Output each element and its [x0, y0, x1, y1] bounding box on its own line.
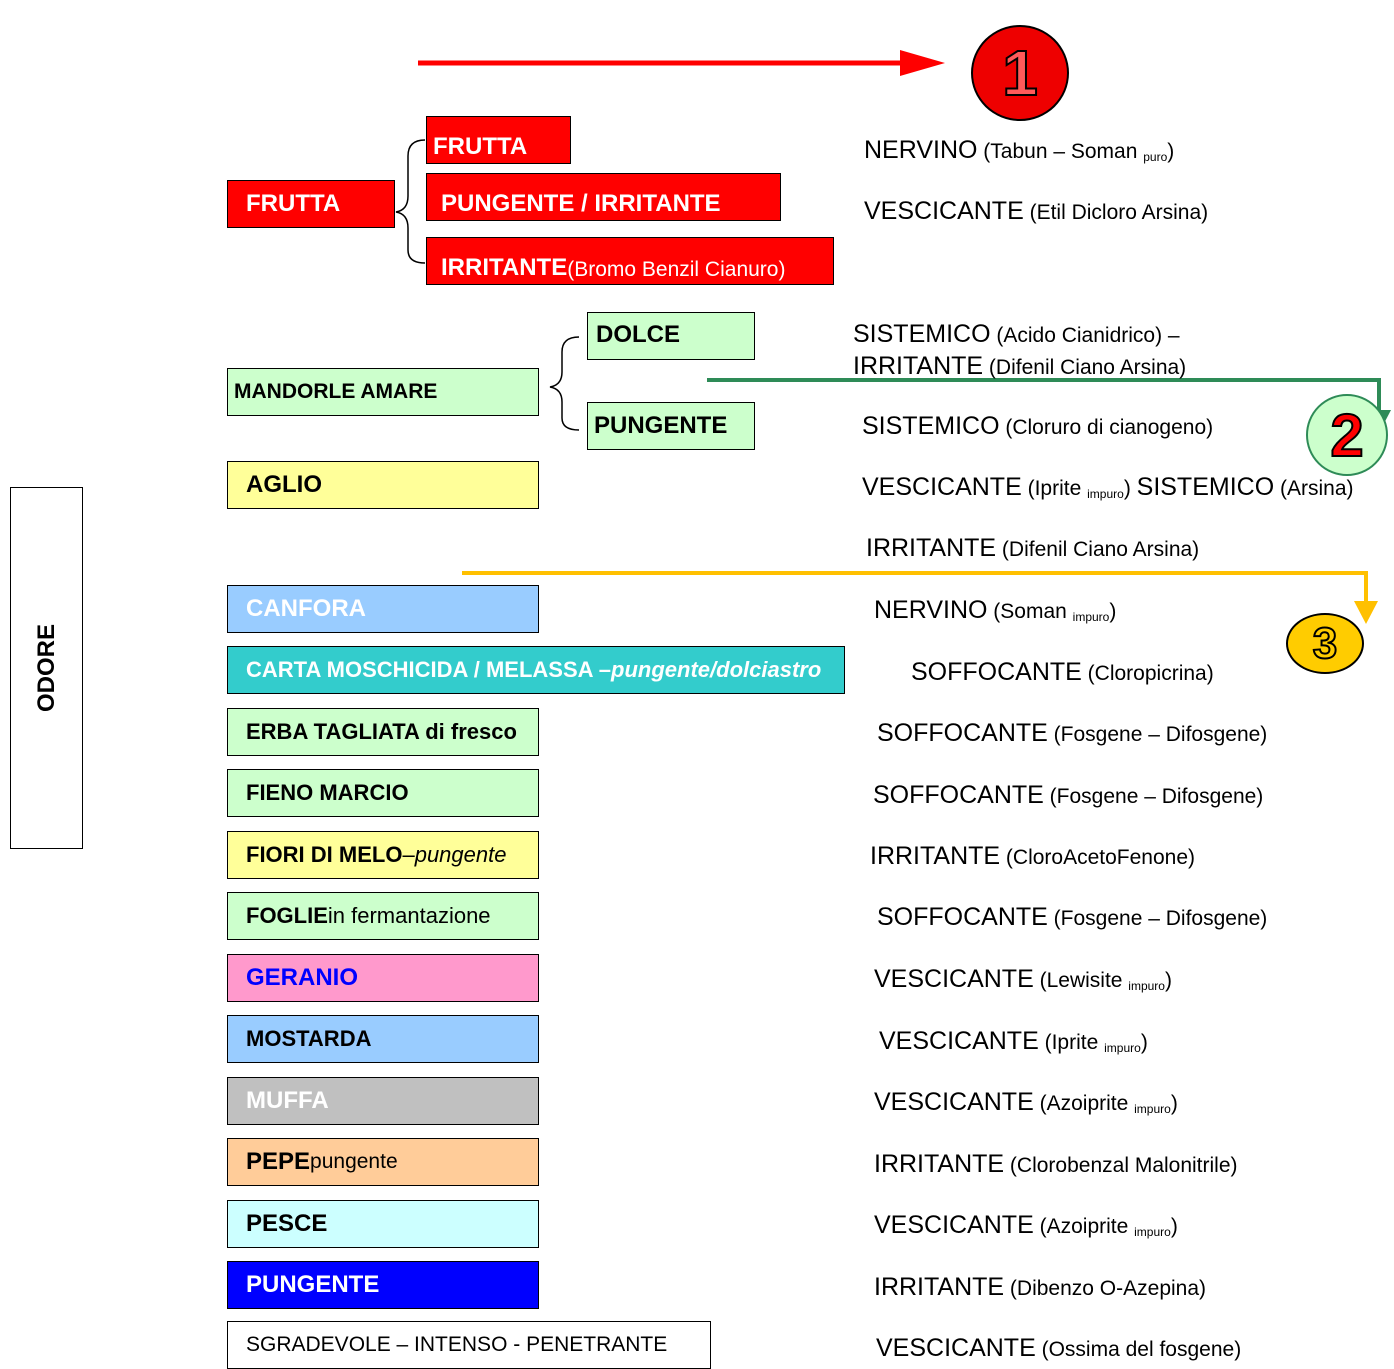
badge-1: 1	[971, 25, 1069, 121]
box-fieno-marcio: FIENO MARCIO	[227, 769, 539, 817]
box-mostarda: MOSTARDA	[227, 1015, 539, 1063]
brace-frutta	[395, 139, 426, 264]
box-aglio: AGLIO	[227, 461, 539, 509]
agent-row-14: VESCICANTE (Iprite impuro)	[879, 1027, 1148, 1055]
box-dolce: DOLCE	[587, 312, 755, 360]
box-mandorle-amare: MANDORLE AMARE	[227, 368, 539, 416]
box-canfora: CANFORA	[227, 585, 539, 633]
box-irritante-bromo: IRRITANTE (Bromo Benzil Cianuro)	[426, 237, 834, 285]
agent-row-18: IRRITANTE (Dibenzo O-Azepina)	[874, 1273, 1207, 1301]
agent-row-9: SOFFOCANTE (Fosgene – Difosgene)	[877, 719, 1268, 747]
box-fiori-di-melo: FIORI DI MELO – pungente	[227, 831, 539, 879]
agent-row-8: SOFFOCANTE (Cloropicrina)	[911, 658, 1214, 686]
agent-row-3: SISTEMICO (Acido Cianidrico) – IRRITANTE…	[853, 320, 1187, 380]
agent-row-19: VESCICANTE (Ossima del fosgene)	[876, 1334, 1242, 1362]
arrow-3-line	[462, 571, 1368, 603]
agent-row-10: SOFFOCANTE (Fosgene – Difosgene)	[873, 781, 1264, 809]
agent-row-16: IRRITANTE (Clorobenzal Malonitrile)	[874, 1150, 1238, 1178]
agent-row-15: VESCICANTE (Azoiprite impuro)	[874, 1088, 1178, 1116]
brace-mandorle	[549, 336, 580, 431]
box-pungente: PUNGENTE	[227, 1261, 539, 1309]
agent-row-12: SOFFOCANTE (Fosgene – Difosgene)	[877, 903, 1268, 931]
box-frutta-main: FRUTTA	[227, 180, 395, 228]
box-erba-tagliata: ERBA TAGLIATA di fresco	[227, 708, 539, 756]
agent-row-7: NERVINO (Soman impuro)	[874, 596, 1117, 624]
box-geranio: GERANIO	[227, 954, 539, 1002]
box-foglie: FOGLIE in fermantazione	[227, 892, 539, 940]
agent-row-5: VESCICANTE (Iprite impuro) SISTEMICO (Ar…	[862, 473, 1354, 501]
arrow-1-head	[900, 50, 945, 76]
odore-label: ODORE	[32, 623, 60, 713]
agent-row-17: VESCICANTE (Azoiprite impuro)	[874, 1211, 1178, 1239]
arrow-3-head	[1354, 601, 1378, 624]
agent-row-13: VESCICANTE (Lewisite impuro)	[874, 965, 1172, 993]
box-carta-moschicida: CARTA MOSCHICIDA / MELASSA – pungente/do…	[227, 646, 845, 694]
agent-row-4: SISTEMICO (Cloruro di cianogeno)	[862, 412, 1214, 440]
badge-3: 3	[1286, 613, 1364, 674]
box-frutta-sub: FRUTTA	[426, 116, 571, 164]
box-pungente-mandorle: PUNGENTE	[587, 402, 755, 450]
box-pesce: PESCE	[227, 1200, 539, 1248]
agent-row-11: IRRITANTE (CloroAcetoFenone)	[870, 842, 1196, 870]
box-muffa: MUFFA	[227, 1077, 539, 1125]
agent-row-1: NERVINO (Tabun – Soman puro)	[864, 136, 1175, 164]
odore-label-box: ODORE	[10, 487, 83, 849]
agent-row-6: IRRITANTE (Difenil Ciano Arsina)	[866, 534, 1200, 562]
box-pungente-irritante: PUNGENTE / IRRITANTE	[426, 173, 781, 221]
box-sgradevole: SGRADEVOLE – INTENSO - PENETRANTE	[227, 1321, 711, 1369]
agent-row-2: VESCICANTE (Etil Dicloro Arsina)	[864, 197, 1209, 225]
arrow-2-line	[707, 378, 1381, 412]
badge-2: 2	[1306, 394, 1388, 476]
box-pepe: PEPE pungente	[227, 1138, 539, 1186]
